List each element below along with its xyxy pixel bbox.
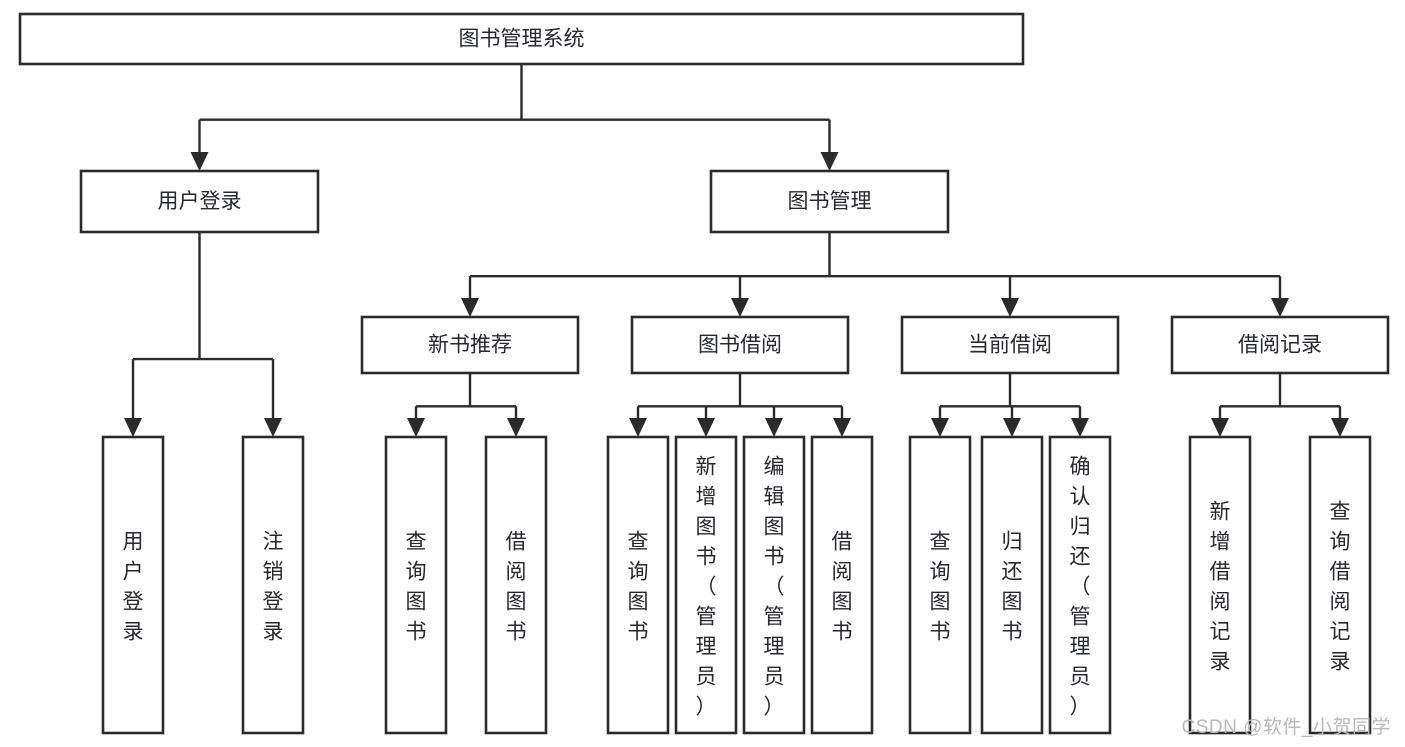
node-leaf-borrow-book-2[interactable]: 借阅图书 (810, 435, 874, 735)
node-box-leaf-query-book-3 (908, 435, 972, 735)
node-box-book-manage (709, 169, 950, 234)
node-label-leaf-user-login: 用户登录 (123, 530, 144, 643)
node-label-leaf-borrow-book-1: 借阅图书 (506, 530, 527, 643)
node-box-leaf-borrow-book-2 (810, 435, 874, 735)
node-leaf-confirm-return[interactable]: 确认归还（管理员） (1048, 435, 1112, 735)
node-layer: 图书管理系统用户登录图书管理新书推荐图书借阅当前借阅借阅记录用户登录注销登录查询… (18, 12, 1390, 735)
node-label-leaf-add-record: 新增借阅记录 (1210, 500, 1231, 673)
connector-group-user-login (124, 232, 282, 437)
node-user-login[interactable]: 用户登录 (79, 169, 320, 234)
node-label-leaf-return-book: 归还图书 (1002, 530, 1023, 643)
arrow-head-icon (629, 418, 647, 437)
arrow-head-icon (931, 418, 949, 437)
connector-group-current-borrow (931, 373, 1089, 437)
node-box-leaf-return-book (980, 435, 1044, 735)
arrow-head-icon (820, 152, 839, 171)
node-box-leaf-query-book-2 (606, 435, 670, 735)
node-root[interactable]: 图书管理系统 (18, 12, 1025, 66)
node-label-user-login: 用户登录 (158, 190, 242, 213)
connector-group-book-borrow (629, 373, 851, 437)
arrow-head-icon (124, 418, 142, 437)
node-box-leaf-user-logout (241, 435, 305, 735)
node-box-root (18, 12, 1025, 66)
node-label-leaf-query-record: 查询借阅记录 (1330, 500, 1351, 673)
node-leaf-add-book[interactable]: 新增图书（管理员） (674, 435, 738, 735)
node-label-leaf-edit-book: 编辑图书（管理员） (764, 455, 785, 718)
arrow-head-icon (461, 298, 479, 317)
node-book-manage[interactable]: 图书管理 (709, 169, 950, 234)
connector-group-borrow-record (1211, 373, 1349, 437)
node-box-leaf-edit-book (742, 435, 806, 735)
node-box-leaf-add-record (1188, 435, 1252, 735)
node-leaf-return-book[interactable]: 归还图书 (980, 435, 1044, 735)
arrow-head-icon (407, 418, 425, 437)
node-box-leaf-confirm-return (1048, 435, 1112, 735)
node-book-borrow[interactable]: 图书借阅 (630, 315, 850, 375)
node-box-current-borrow (900, 315, 1120, 375)
node-box-leaf-query-book-1 (384, 435, 448, 735)
node-leaf-edit-book[interactable]: 编辑图书（管理员） (742, 435, 806, 735)
node-borrow-record[interactable]: 借阅记录 (1170, 315, 1390, 375)
arrow-head-icon (264, 418, 282, 437)
node-label-book-manage: 图书管理 (788, 190, 872, 213)
arrow-head-icon (833, 418, 851, 437)
node-label-leaf-query-book-2: 查询图书 (628, 530, 649, 643)
arrow-head-icon (1211, 418, 1229, 437)
arrow-head-icon (1271, 298, 1289, 317)
arrow-head-icon (697, 418, 715, 437)
node-label-leaf-user-logout: 注销登录 (263, 530, 284, 643)
node-label-leaf-confirm-return: 确认归还（管理员） (1070, 455, 1091, 718)
connector-group-root (190, 64, 839, 171)
node-leaf-query-book-3[interactable]: 查询图书 (908, 435, 972, 735)
arrow-head-icon (1331, 418, 1349, 437)
arrow-head-icon (507, 418, 525, 437)
node-leaf-add-record[interactable]: 新增借阅记录 (1188, 435, 1252, 735)
node-box-leaf-add-book (674, 435, 738, 735)
node-new-book-rec[interactable]: 新书推荐 (360, 315, 580, 375)
node-label-current-borrow: 当前借阅 (968, 334, 1052, 357)
node-box-leaf-query-record (1308, 435, 1372, 735)
node-box-user-login (79, 169, 320, 234)
node-label-leaf-add-book: 新增图书（管理员） (696, 455, 717, 718)
node-leaf-user-login[interactable]: 用户登录 (101, 435, 165, 735)
node-label-leaf-query-book-1: 查询图书 (406, 530, 427, 643)
node-current-borrow[interactable]: 当前借阅 (900, 315, 1120, 375)
node-label-new-book-rec: 新书推荐 (428, 334, 512, 357)
node-label-leaf-query-book-3: 查询图书 (930, 530, 951, 643)
watermark: CSDN @软件_小贺同学 (1181, 717, 1391, 738)
node-label-book-borrow: 图书借阅 (698, 334, 782, 357)
node-box-new-book-rec (360, 315, 580, 375)
connector-group-book-manage (461, 232, 1289, 317)
node-leaf-user-logout[interactable]: 注销登录 (241, 435, 305, 735)
connector-layer (124, 64, 1349, 437)
arrow-head-icon (190, 152, 209, 171)
arrow-head-icon (765, 418, 783, 437)
node-box-leaf-user-login (101, 435, 165, 735)
arrow-head-icon (1071, 418, 1089, 437)
node-leaf-query-record[interactable]: 查询借阅记录 (1308, 435, 1372, 735)
node-label-root: 图书管理系统 (459, 28, 585, 51)
node-leaf-query-book-2[interactable]: 查询图书 (606, 435, 670, 735)
node-label-borrow-record: 借阅记录 (1238, 334, 1322, 357)
arrow-head-icon (1003, 418, 1021, 437)
node-leaf-borrow-book-1[interactable]: 借阅图书 (484, 435, 548, 735)
arrow-head-icon (1001, 298, 1019, 317)
arrow-head-icon (731, 298, 749, 317)
node-box-book-borrow (630, 315, 850, 375)
node-box-leaf-borrow-book-1 (484, 435, 548, 735)
node-leaf-query-book-1[interactable]: 查询图书 (384, 435, 448, 735)
node-box-borrow-record (1170, 315, 1390, 375)
connector-group-new-book-rec (407, 373, 525, 437)
node-label-leaf-borrow-book-2: 借阅图书 (832, 530, 853, 643)
